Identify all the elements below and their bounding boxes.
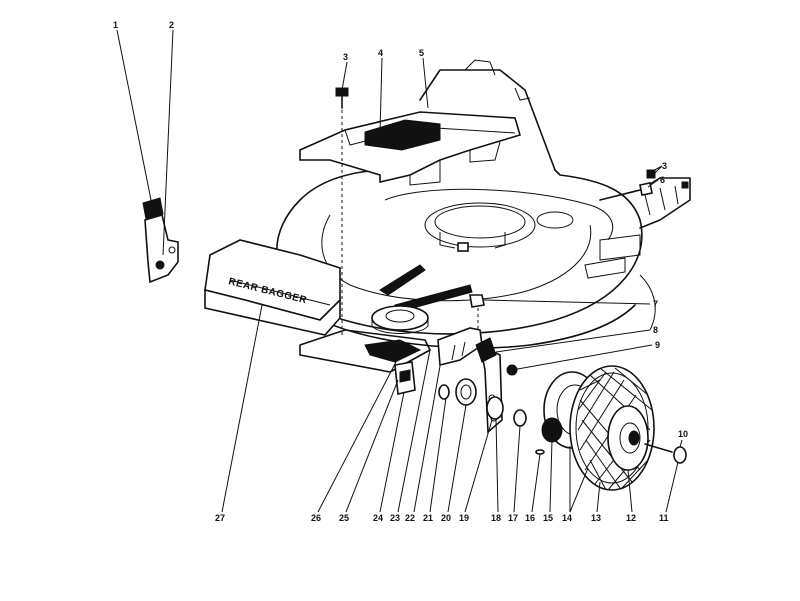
deck-shield	[299, 111, 521, 186]
wheel	[569, 365, 687, 491]
callout-6: 6	[660, 175, 665, 185]
callout-16: 16	[525, 513, 535, 523]
callout-11: 11	[659, 513, 669, 523]
assembly-lines	[341, 110, 663, 338]
hardware	[335, 87, 656, 308]
callout-18: 18	[491, 513, 501, 523]
callout-14: 14	[562, 513, 572, 523]
callout-3b: 3	[662, 161, 667, 171]
callout-27: 27	[215, 513, 225, 523]
callout-17: 17	[508, 513, 518, 523]
callout-labels: 1 2 3 4 5 3 6 7 8 9 10 11 12 13 14 15 16…	[113, 20, 688, 523]
callout-10: 10	[678, 429, 688, 439]
callout-21: 21	[423, 513, 433, 523]
callout-1: 1	[113, 20, 118, 30]
callout-20: 20	[441, 513, 451, 523]
callout-3a: 3	[343, 52, 348, 62]
callout-13: 13	[591, 513, 601, 523]
callout-8: 8	[653, 325, 658, 335]
callout-2: 2	[169, 20, 174, 30]
callout-9: 9	[655, 340, 660, 350]
rear-bagger-door: REAR BAGGER	[204, 239, 341, 336]
pulley-assembly	[299, 264, 473, 395]
callout-24: 24	[373, 513, 383, 523]
callout-15: 15	[543, 513, 553, 523]
callout-12: 12	[626, 513, 636, 523]
leader-lines	[116, 29, 683, 513]
callout-4: 4	[378, 48, 383, 58]
callout-7: 7	[653, 299, 658, 309]
callout-5: 5	[419, 48, 424, 58]
callout-26: 26	[311, 513, 321, 523]
height-adjuster-left	[142, 197, 179, 284]
callout-25: 25	[339, 513, 349, 523]
callout-22: 22	[405, 513, 415, 523]
callout-23: 23	[390, 513, 400, 523]
callout-19: 19	[459, 513, 469, 523]
